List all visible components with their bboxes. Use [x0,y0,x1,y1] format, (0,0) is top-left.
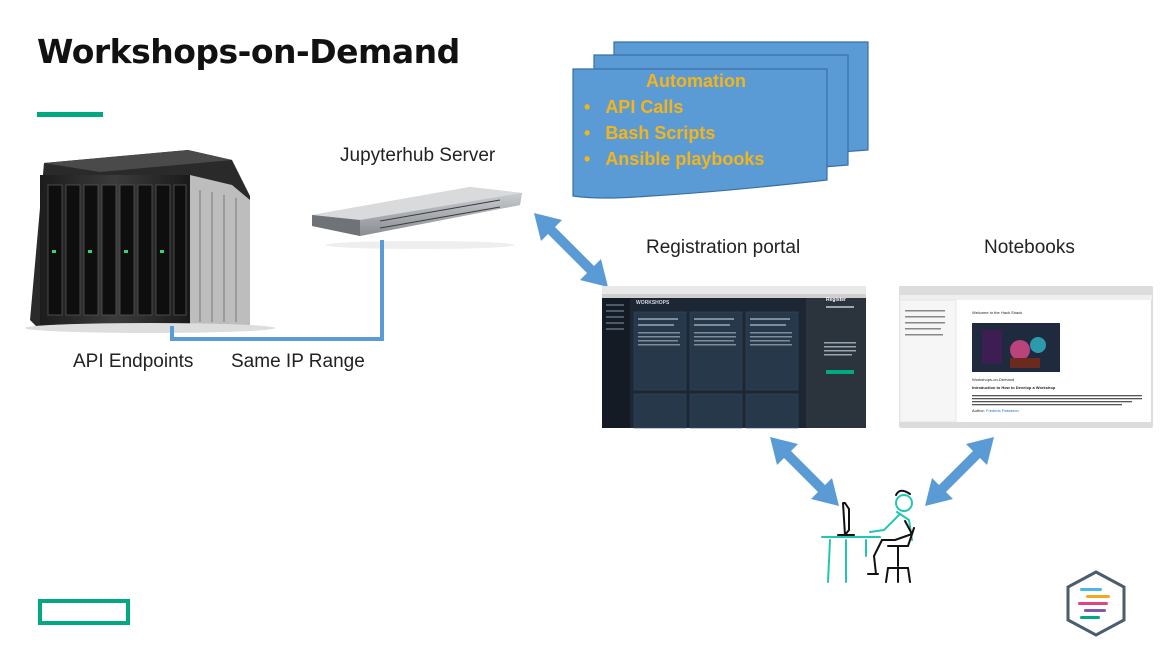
automation-item: • Bash Scripts [584,123,716,143]
registration-portal-screenshot [602,286,866,429]
ip-range-label: Same IP Range [231,351,365,372]
registration-portal-label: Registration portal [646,237,801,258]
hpe-logo [38,599,130,625]
portal-brand: WORKSHOPS [636,300,670,306]
arrow-notebooks-user [925,437,994,506]
page-title: Workshops-on-Demand [37,32,460,71]
notebooks-screenshot [899,286,1153,428]
portal-register-heading: Register [826,297,847,303]
author-label: Author: [972,408,985,413]
automation-item: • API Calls [584,97,684,117]
automation-item-label: API Calls [605,97,684,117]
notebook-welcome: Welcome to the Hack Shack [972,310,1023,315]
code-hexagon-icon [1066,570,1126,637]
notebooks-label: Notebooks [984,237,1075,258]
jupyterhub-server-image [312,187,522,249]
jupyterhub-label: Jupyterhub Server [340,145,496,166]
arrow-server-portal [534,213,608,287]
automation-item: • Ansible playbooks [584,149,765,169]
automation-item-label: Bash Scripts [605,123,716,143]
notebook-author: Author: Frederic Passeron [972,408,1019,413]
api-endpoints-label: API Endpoints [73,351,194,372]
automation-item-label: Ansible playbooks [605,149,765,169]
blade-chassis-image [25,150,275,333]
automation-heading: Automation [646,71,746,91]
author-link[interactable]: Frederic Passeron [986,408,1019,413]
automation-document-stack [572,41,869,199]
accent-divider [37,112,103,117]
notebook-intro: Introduction to How to Develop a Worksho… [972,385,1056,390]
network-link [170,240,384,341]
arrow-portal-user [770,437,839,506]
user-at-desk-illustration [821,489,915,583]
notebook-subtitle: Workshops-on-Demand [972,377,1015,382]
